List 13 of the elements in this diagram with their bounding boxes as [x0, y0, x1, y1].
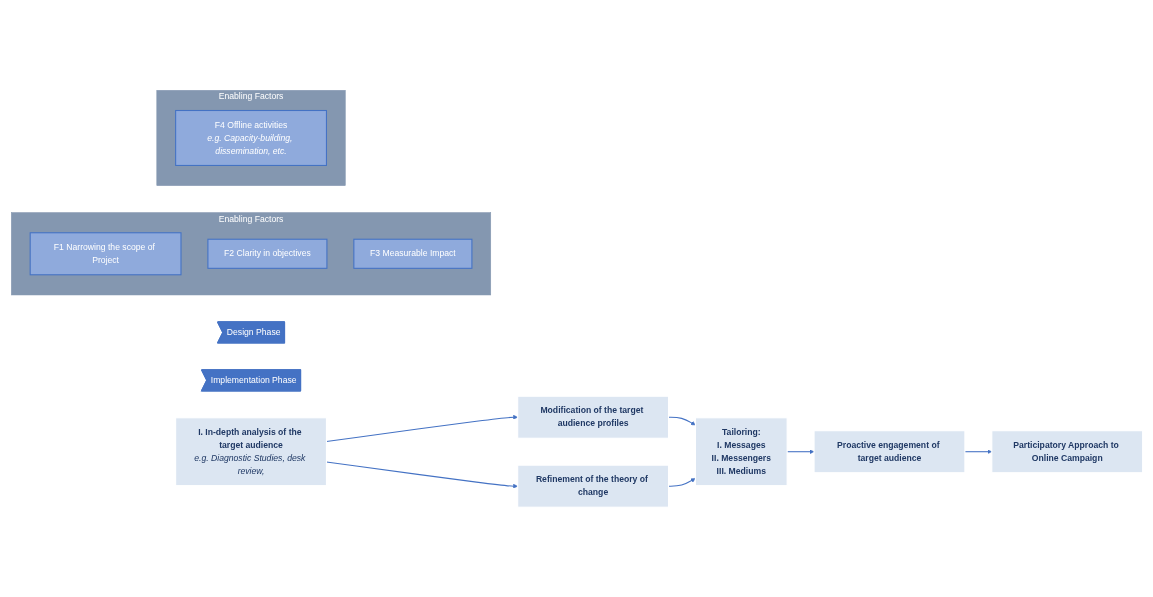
node-box: F2 Clarity in objectives	[206, 238, 327, 269]
node-box: Proactive engagement of target audience	[813, 429, 965, 473]
node-box: I. In-depth analysis of the target audience e.g. Diagnostic Studies, desk review,	[174, 417, 327, 486]
node-box: Refinement of the theory of change	[516, 464, 669, 508]
arrow	[325, 461, 518, 489]
arrow	[786, 449, 814, 454]
node-box: Tailoring: I. Messages II. Messengers III. Mediums	[694, 417, 788, 486]
node-box: F1 Narrowing the scope of Project	[29, 232, 182, 276]
node-box: F4 Offline activities e.g. Capacity-building, dissemination, etc.	[174, 109, 327, 166]
node-box: Participatory Approach to Online Campaign	[990, 429, 1143, 473]
node-box: F3 Measurable Impact	[352, 238, 472, 269]
arrow	[325, 414, 518, 442]
node-box: Modification of the target audience profiles	[516, 395, 669, 439]
